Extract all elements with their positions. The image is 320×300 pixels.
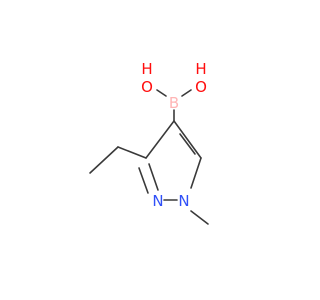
nitrogen-2-label: N <box>152 192 163 210</box>
boron-label: B <box>169 94 179 112</box>
bond-c5-n1 <box>190 157 202 189</box>
bond-n1-ch3 <box>190 210 209 225</box>
bond-b-o-right <box>181 89 192 97</box>
bond-c4-c5-double <box>179 133 196 155</box>
bond-ch2-c3 <box>117 146 147 159</box>
bond-c4-c5 <box>173 120 202 159</box>
molecule-canvas: H O H O B N N <box>89 60 209 225</box>
bond-ch3-ch2 <box>89 146 119 174</box>
oxygen-right-label: O <box>195 78 207 96</box>
nitrogen-1-label: N <box>178 192 189 210</box>
bond-b-o-left <box>156 89 167 97</box>
bond-c3-c4 <box>145 120 175 159</box>
bond-n2-c3-double <box>138 167 149 194</box>
oxygen-left-hydrogen: H <box>141 60 152 78</box>
oxygen-left-label: O <box>141 78 153 96</box>
atom-labels: H O H O B N N <box>141 60 207 210</box>
bond-n2-c3 <box>148 163 159 191</box>
molecule-structure: H O H O B N N <box>89 60 209 225</box>
oxygen-right-hydrogen: H <box>195 60 206 78</box>
bond-layer <box>89 89 209 225</box>
